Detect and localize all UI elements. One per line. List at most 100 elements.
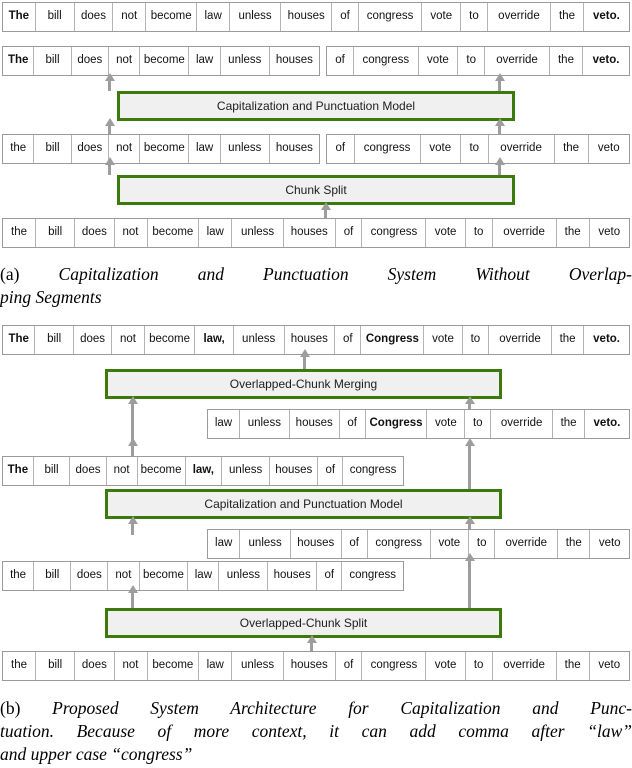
panel-a-caption-line-1: Capitalization and Punctuation System Wi… (58, 264, 632, 284)
token-cell: the (556, 652, 590, 680)
token-cell: the (551, 3, 584, 31)
token-cell: congress (342, 562, 403, 590)
token-cell: veto. (583, 47, 629, 75)
token-cell: the (558, 530, 591, 558)
token-cell: houses (268, 562, 318, 590)
token-cell: the (549, 47, 584, 75)
token-cell: congress (362, 652, 427, 680)
panel-b-caption-line-2: tuation. Because of more context, it can… (0, 721, 632, 741)
token-cell: The (3, 47, 35, 75)
arrow-splitbox-to-chunk-1-b (131, 592, 134, 608)
token-cell: law (208, 410, 240, 438)
token-cell: law (208, 530, 241, 558)
arrow-splitbox-to-chunk-2-b (468, 560, 471, 608)
arrow-chunksplit-to-chunk-1 (108, 164, 111, 175)
token-cell: does (70, 457, 107, 485)
panel-a-caption-line-2: ping Segments (0, 287, 102, 307)
token-cell: to (465, 219, 493, 247)
panel-b-overlapped-chunk-merging[interactable]: Overlapped-Chunk Merging (105, 369, 502, 399)
token-cell: bill (34, 562, 72, 590)
panel-b-capitalization-and-punctuation-model[interactable]: Capitalization and Punctuation Model (105, 489, 502, 519)
token-cell: unless (232, 219, 284, 247)
token-cell: veto (589, 652, 629, 680)
token-cell: bill (34, 47, 72, 75)
token-cell: not (113, 3, 147, 31)
token-cell: veto (590, 530, 629, 558)
token-cell: congress (354, 135, 421, 163)
token-cell: law (197, 3, 230, 31)
token-cell: houses (281, 3, 333, 31)
token-cell: congress (358, 3, 423, 31)
token-cell: law, (185, 457, 223, 485)
token-cell: unless (239, 410, 290, 438)
token-cell: override (492, 219, 557, 247)
token-cell: become (140, 135, 190, 163)
token-cell: vote (420, 135, 461, 163)
token-cell: Congress (361, 326, 425, 354)
token-cell: vote (427, 410, 466, 438)
arrow-model-to-chunk-2 (498, 80, 501, 91)
panel-b-overlapped-chunk-split[interactable]: Overlapped-Chunk Split (105, 608, 502, 638)
token-cell: the (553, 410, 586, 438)
token-cell: not (106, 457, 138, 485)
token-cell: vote (426, 652, 466, 680)
token-cell: not (114, 652, 148, 680)
token-cell: the (3, 219, 37, 247)
token-cell: congress (343, 457, 403, 485)
panel-a-capitalization-and-punctuation-model[interactable]: Capitalization and Punctuation Model (117, 91, 515, 121)
token-cell: bill (33, 457, 71, 485)
arrow-split-chunk-1-to-model-b (131, 523, 134, 535)
arrow-input-to-chunksplit (324, 209, 327, 221)
token-cell: law (199, 652, 233, 680)
token-cell: the (3, 652, 37, 680)
token-cell: The (3, 326, 36, 354)
panel-b-caption-line-1: Proposed System Architecture for Capital… (52, 698, 632, 718)
token-cell: houses (284, 326, 336, 354)
arrow-input-to-splitbox-b (310, 642, 313, 654)
token-cell: become (140, 47, 190, 75)
token-cell: does (71, 562, 109, 590)
token-cell: Congress (365, 410, 428, 438)
token-cell: to (458, 47, 486, 75)
token-cell: does (71, 47, 109, 75)
token-cell: houses (290, 530, 342, 558)
arrow-model-to-chunk-2-b (468, 445, 471, 502)
panel-b-caption-label: (b) (0, 698, 21, 718)
token-cell: become (144, 326, 196, 354)
token-cell: unless (220, 135, 270, 163)
token-cell: does (74, 3, 114, 31)
token-cell: become (146, 3, 198, 31)
token-cell: unless (220, 47, 270, 75)
token-cell: to (465, 410, 492, 438)
token-cell: the (551, 326, 585, 354)
panel-b-caption: (b) Proposed System Architecture for Cap… (0, 697, 632, 766)
token-cell: houses (289, 410, 340, 438)
token-cell: law (189, 135, 221, 163)
token-cell: unless (240, 530, 291, 558)
token-cell: become (147, 652, 200, 680)
panel-b-caption-line-3: and upper case “congress” (0, 744, 193, 764)
token-cell: of (341, 530, 368, 558)
token-cell: the (3, 562, 35, 590)
token-cell: law (188, 562, 220, 590)
token-cell: of (318, 457, 344, 485)
panel-a-chunk-split[interactable]: Chunk Split (117, 175, 515, 205)
token-cell: become (147, 219, 200, 247)
token-cell: of (335, 326, 362, 354)
token-cell: bill (34, 135, 72, 163)
token-cell: unless (232, 652, 284, 680)
panel-a-caption: (a) Capitalization and Punctuation Syste… (0, 263, 632, 309)
token-cell: not (112, 326, 145, 354)
token-cell: law (199, 219, 233, 247)
token-cell: unless (222, 457, 271, 485)
